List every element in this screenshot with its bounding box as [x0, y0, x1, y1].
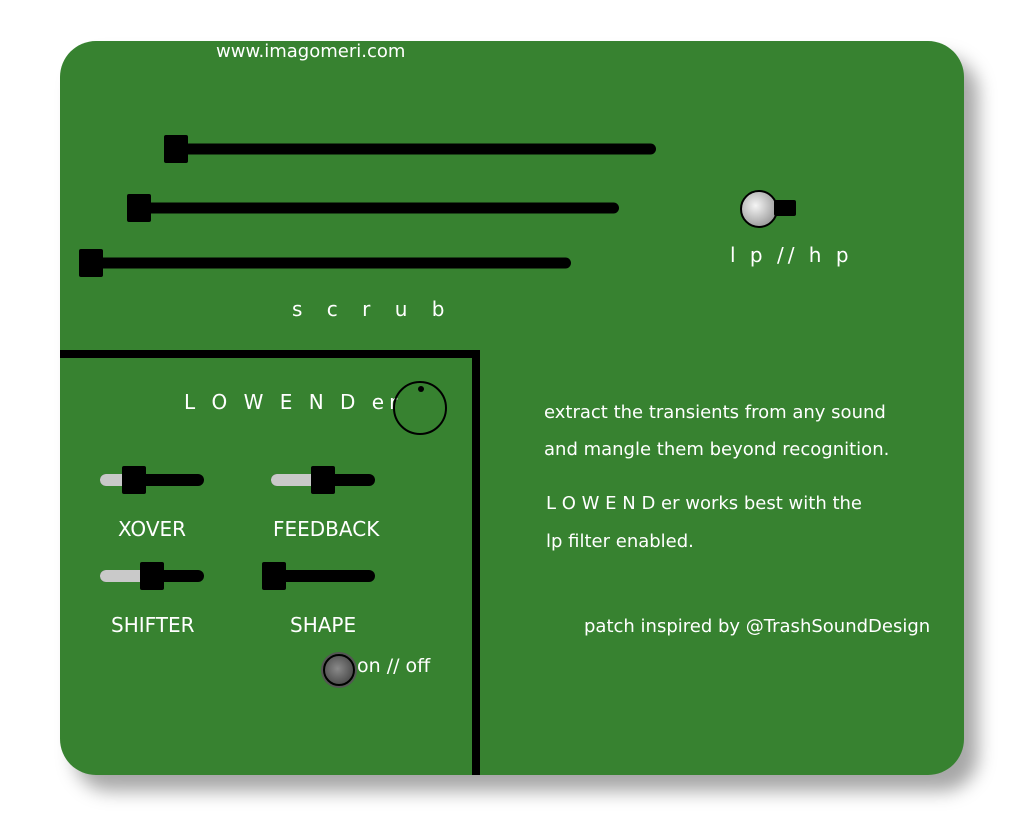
scrub-slider-1[interactable]: [164, 135, 656, 163]
scrub-slider-2[interactable]: [127, 194, 619, 222]
slider-thumb[interactable]: [164, 135, 188, 163]
slider-track: [79, 257, 571, 269]
slider-thumb[interactable]: [311, 466, 335, 494]
shape-slider[interactable]: [262, 562, 375, 590]
knob-indicator: [418, 386, 424, 392]
toggle-knob: [740, 190, 778, 228]
toggle-lever: [774, 200, 796, 216]
slider-fill: [271, 474, 314, 486]
knob-icon[interactable]: [393, 381, 447, 435]
slider-thumb[interactable]: [262, 562, 286, 590]
main-panel: www.imagomeri.com s c r u b l p // h p L…: [60, 41, 964, 775]
description-line-4: lp filter enabled.: [546, 531, 694, 552]
low-end-title: L O W E N D er: [184, 390, 403, 414]
credit-label: patch inspired by @TrashSoundDesign: [584, 616, 931, 637]
website-label: www.imagomeri.com: [216, 41, 406, 62]
feedback-label: FEEDBACK: [273, 517, 380, 541]
lp-hp-label: l p // h p: [730, 243, 853, 267]
toggle-switch-icon[interactable]: [740, 190, 798, 228]
description-line-2: and mangle them beyond recognition.: [544, 439, 890, 460]
scrub-slider-3[interactable]: [79, 249, 571, 277]
description-line-1: extract the transients from any sound: [544, 402, 886, 423]
shape-label: SHAPE: [290, 613, 357, 637]
section-divider-top: [60, 350, 480, 358]
slider-track: [127, 202, 619, 214]
feedback-slider[interactable]: [271, 466, 375, 494]
shifter-label: SHIFTER: [111, 613, 195, 637]
power-toggle-icon[interactable]: [323, 654, 355, 686]
xover-label: XOVER: [118, 517, 187, 541]
slider-thumb[interactable]: [127, 194, 151, 222]
section-divider-right: [472, 350, 480, 775]
slider-thumb[interactable]: [140, 562, 164, 590]
on-off-label: on // off: [357, 655, 431, 677]
shifter-slider[interactable]: [100, 562, 204, 590]
description-line-3: L O W E N D er works best with the: [546, 493, 862, 514]
xover-slider[interactable]: [100, 466, 204, 494]
slider-track: [262, 570, 375, 582]
slider-fill: [100, 570, 143, 582]
slider-thumb[interactable]: [122, 466, 146, 494]
scrub-label: s c r u b: [292, 297, 454, 321]
slider-fill: [100, 474, 126, 486]
slider-track: [164, 143, 656, 155]
slider-thumb[interactable]: [79, 249, 103, 277]
